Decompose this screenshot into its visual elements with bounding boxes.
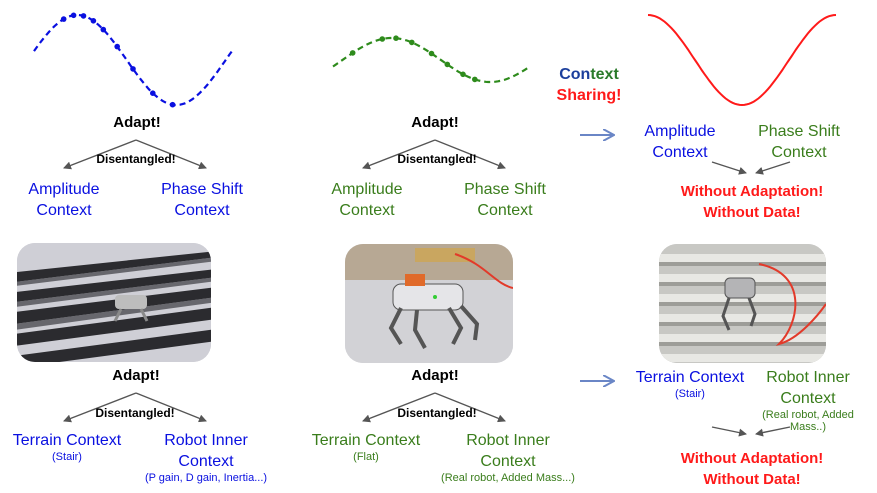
r1c1-adapt-label: Adapt! <box>113 114 161 131</box>
wave-sample-dot <box>349 50 356 56</box>
r2c1-terrain-context: Terrain Context (Stair) <box>12 432 122 463</box>
r1c1-amplitude-context: Amplitude Context <box>28 181 100 219</box>
wave-sample-dot <box>379 36 386 42</box>
r2c1-disentangled-label: Disentangled! <box>95 406 175 420</box>
real-robot-stair-image <box>659 244 826 363</box>
r2c3-result: Without Adaptation! Without Data! <box>680 450 824 488</box>
wave-sample-dot <box>472 76 478 83</box>
r1c1-disentangled-label: Disentangled! <box>96 152 176 166</box>
r1c3-result: Without Adaptation! Without Data! <box>680 183 824 221</box>
branch-arrows-r2c2 <box>362 392 506 423</box>
r2c1-adapt-label: Adapt! <box>112 367 160 384</box>
r1c1-phase-shift-context: Phase Shift Context <box>161 181 243 219</box>
r2c2-adapt-label: Adapt! <box>411 367 459 384</box>
green-sine-wave <box>332 35 531 84</box>
wave-sample-dot <box>428 50 435 57</box>
blue-sine-wave <box>33 12 233 108</box>
wave-sample-dot <box>80 13 87 19</box>
r1c3-phase-shift-context: Phase Shift Context <box>758 123 840 161</box>
merge-arrows-r2c3 <box>711 426 791 437</box>
r2c3-robot-inner-context: Robot Inner Context (Real robot, Added M… <box>762 369 854 433</box>
wave-sample-dot <box>114 43 120 50</box>
branch-arrows-r2c1 <box>63 392 207 423</box>
r2c3-terrain-context: Terrain Context (Stair) <box>635 369 745 400</box>
r2c2-terrain-context: Terrain Context (Flat) <box>311 432 421 463</box>
context-sharing-title: Context Sharing! <box>556 66 622 104</box>
r1c3-amplitude-context: Amplitude Context <box>644 123 716 161</box>
red-sine-wave <box>647 14 837 107</box>
r1c2-adapt-label: Adapt! <box>411 114 459 131</box>
wave-sample-dot <box>130 66 136 72</box>
r1c2-phase-shift-context: Phase Shift Context <box>464 181 546 219</box>
branch-arrows-r1c1 <box>63 139 207 170</box>
wave-sample-dot <box>169 101 176 108</box>
wave-sample-dot <box>60 16 67 22</box>
r2c2-disentangled-label: Disentangled! <box>397 406 477 420</box>
wave-sample-dot <box>70 12 77 19</box>
wave-sample-dot <box>90 18 97 24</box>
wave-sample-dot <box>409 39 415 46</box>
r1c2-disentangled-label: Disentangled! <box>397 152 477 166</box>
r1c2-amplitude-context: Amplitude Context <box>331 181 403 219</box>
wave-sample-dot <box>150 90 156 96</box>
wave-sample-dot <box>393 35 399 41</box>
branch-arrows-r1c2 <box>362 139 506 170</box>
merge-arrows-r1c3 <box>711 161 791 175</box>
r2c1-robot-inner-context: Robot Inner Context (P gain, D gain, Ine… <box>144 432 268 484</box>
wave-sample-dot <box>444 61 451 68</box>
simulation-stair-terrain-image <box>17 243 211 362</box>
real-robot-flat-image <box>345 244 513 363</box>
wave-sample-dot <box>100 26 107 33</box>
wave-sample-dot <box>460 71 466 78</box>
r2c2-robot-inner-context: Robot Inner Context (Real robot, Added M… <box>441 432 575 484</box>
